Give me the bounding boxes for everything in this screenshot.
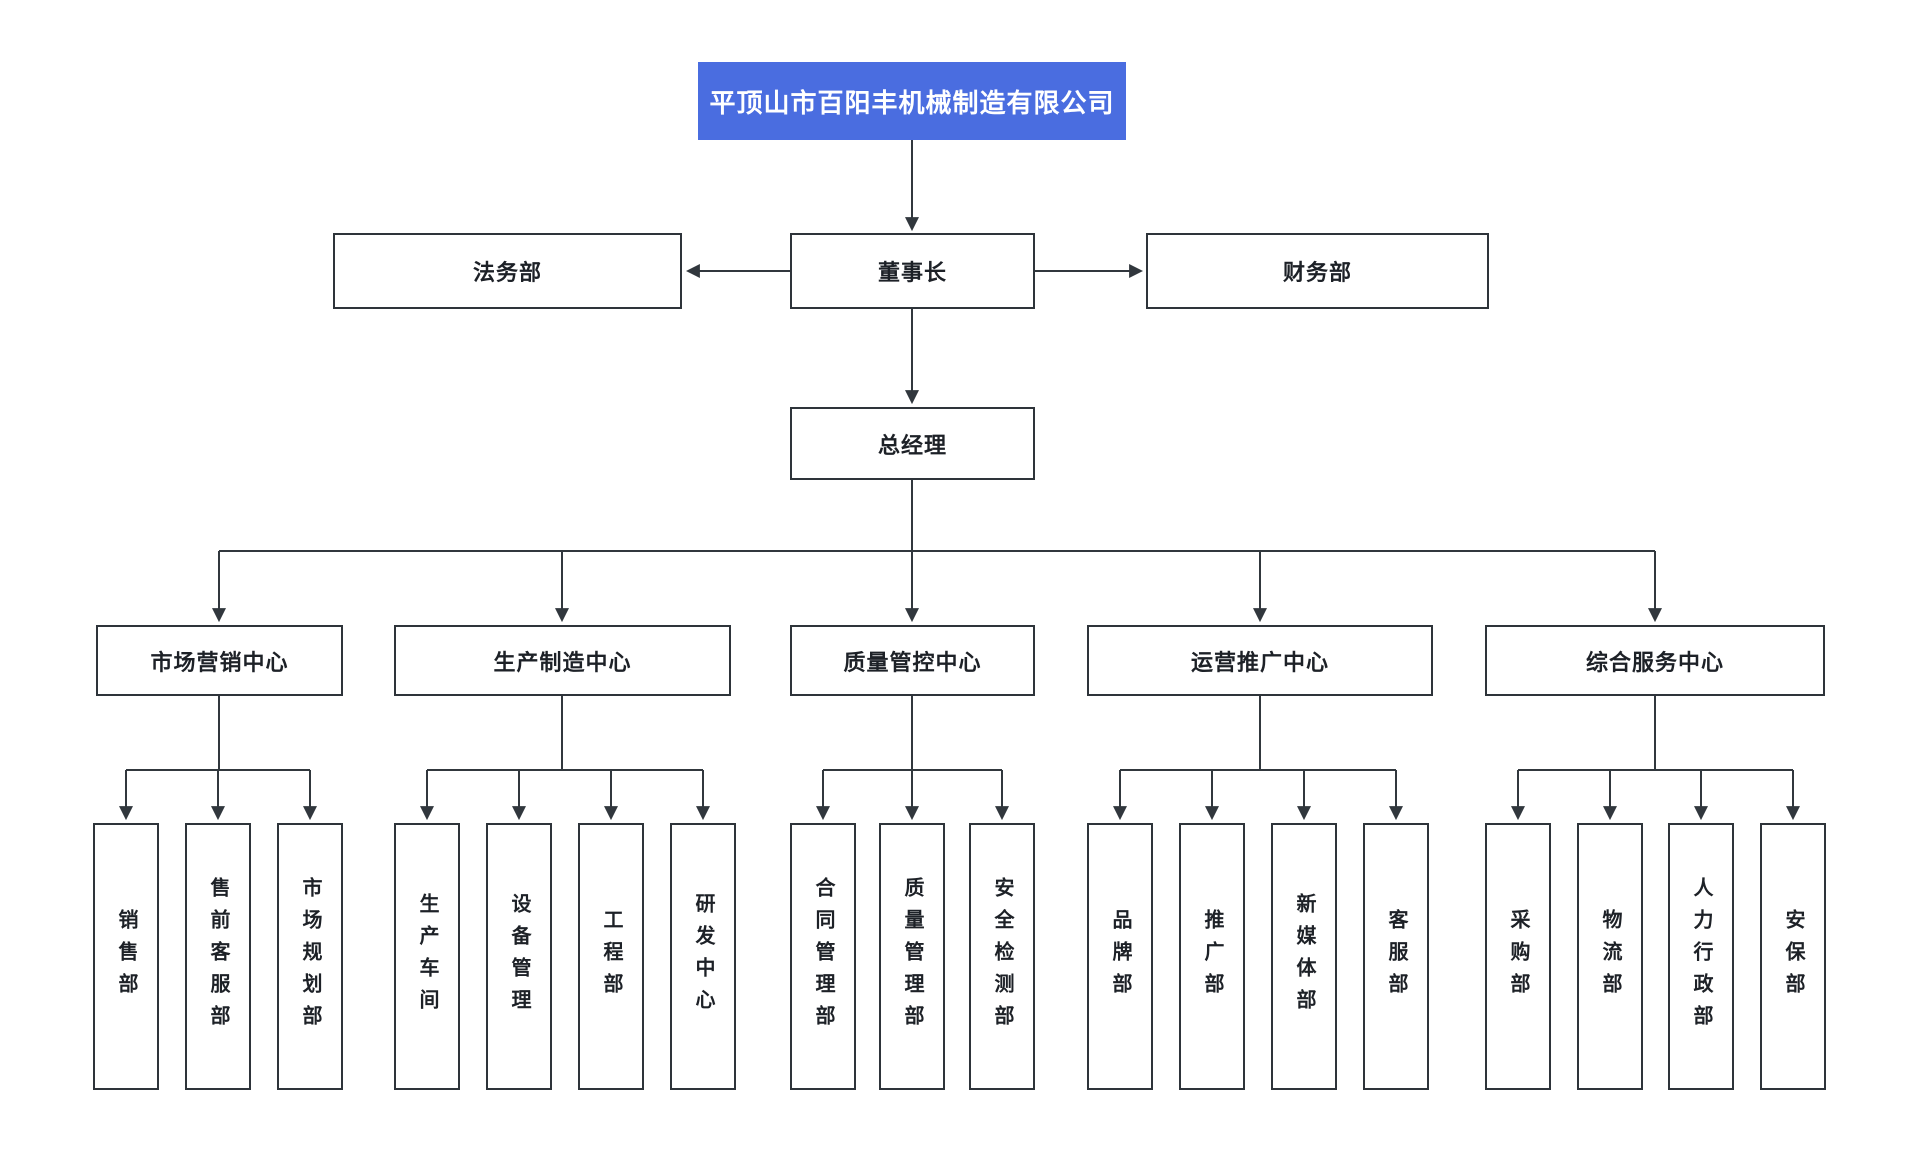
node-label: 质量管控中心 <box>843 649 982 675</box>
node-label: 生产制造中心 <box>493 649 632 675</box>
node-dept-brand: 品牌部 <box>1087 823 1153 1090</box>
node-dept-rnd-center: 研发中心 <box>670 823 736 1090</box>
node-center-marketing: 市场营销中心 <box>96 625 343 696</box>
node-label: 研发中心 <box>692 892 714 1021</box>
node-label: 合同管理部 <box>812 876 834 1037</box>
node-label: 市场营销中心 <box>150 649 289 675</box>
node-dept-logistics: 物流部 <box>1577 823 1643 1090</box>
node-label: 总经理 <box>877 432 947 458</box>
node-center-operations: 运营推广中心 <box>1087 625 1433 696</box>
node-label: 董事长 <box>877 260 947 285</box>
node-dept-engineering: 工程部 <box>578 823 644 1090</box>
node-dept-security: 安保部 <box>1760 823 1826 1090</box>
node-label: 平顶山市百阳丰机械制造有限公司 <box>709 87 1115 118</box>
node-label: 综合服务中心 <box>1585 649 1724 675</box>
node-legal-dept: 法务部 <box>333 233 682 309</box>
node-label: 财务部 <box>1282 260 1352 285</box>
node-dept-sales: 销售部 <box>93 823 159 1090</box>
node-label: 运营推广中心 <box>1190 649 1329 675</box>
node-label: 采购部 <box>1507 908 1529 1005</box>
node-label: 工程部 <box>600 908 622 1005</box>
node-dept-promotion: 推广部 <box>1179 823 1245 1090</box>
node-finance-dept: 财务部 <box>1146 233 1489 309</box>
node-label: 生产车间 <box>416 892 438 1021</box>
node-center-production: 生产制造中心 <box>394 625 731 696</box>
node-label: 客服部 <box>1385 908 1407 1005</box>
node-label: 销售部 <box>115 908 137 1005</box>
node-label: 新媒体部 <box>1293 892 1315 1021</box>
node-dept-customer-service: 客服部 <box>1363 823 1429 1090</box>
node-label: 推广部 <box>1201 908 1223 1005</box>
node-dept-hr-admin: 人力行政部 <box>1668 823 1734 1090</box>
node-label: 人力行政部 <box>1690 876 1712 1037</box>
node-chairman: 董事长 <box>790 233 1035 309</box>
node-dept-new-media: 新媒体部 <box>1271 823 1337 1090</box>
node-label: 安全检测部 <box>991 876 1013 1037</box>
node-dept-procurement: 采购部 <box>1485 823 1551 1090</box>
node-label: 市场规划部 <box>299 876 321 1037</box>
node-dept-presales-service: 售前客服部 <box>185 823 251 1090</box>
node-dept-market-planning: 市场规划部 <box>277 823 343 1090</box>
node-center-services: 综合服务中心 <box>1485 625 1825 696</box>
node-label: 法务部 <box>472 260 542 285</box>
node-dept-safety-inspection: 安全检测部 <box>969 823 1035 1090</box>
node-label: 售前客服部 <box>207 876 229 1037</box>
node-label: 设备管理 <box>508 892 530 1021</box>
node-company-root: 平顶山市百阳丰机械制造有限公司 <box>698 62 1126 140</box>
node-label: 安保部 <box>1782 908 1804 1005</box>
node-label: 质量管理部 <box>901 876 923 1037</box>
node-label: 物流部 <box>1599 908 1621 1005</box>
node-dept-production-workshop: 生产车间 <box>394 823 460 1090</box>
node-general-manager: 总经理 <box>790 407 1035 480</box>
node-center-quality: 质量管控中心 <box>790 625 1035 696</box>
node-dept-quality-management: 质量管理部 <box>879 823 945 1090</box>
node-dept-contract-management: 合同管理部 <box>790 823 856 1090</box>
node-label: 品牌部 <box>1109 908 1131 1005</box>
node-dept-equipment-management: 设备管理 <box>486 823 552 1090</box>
